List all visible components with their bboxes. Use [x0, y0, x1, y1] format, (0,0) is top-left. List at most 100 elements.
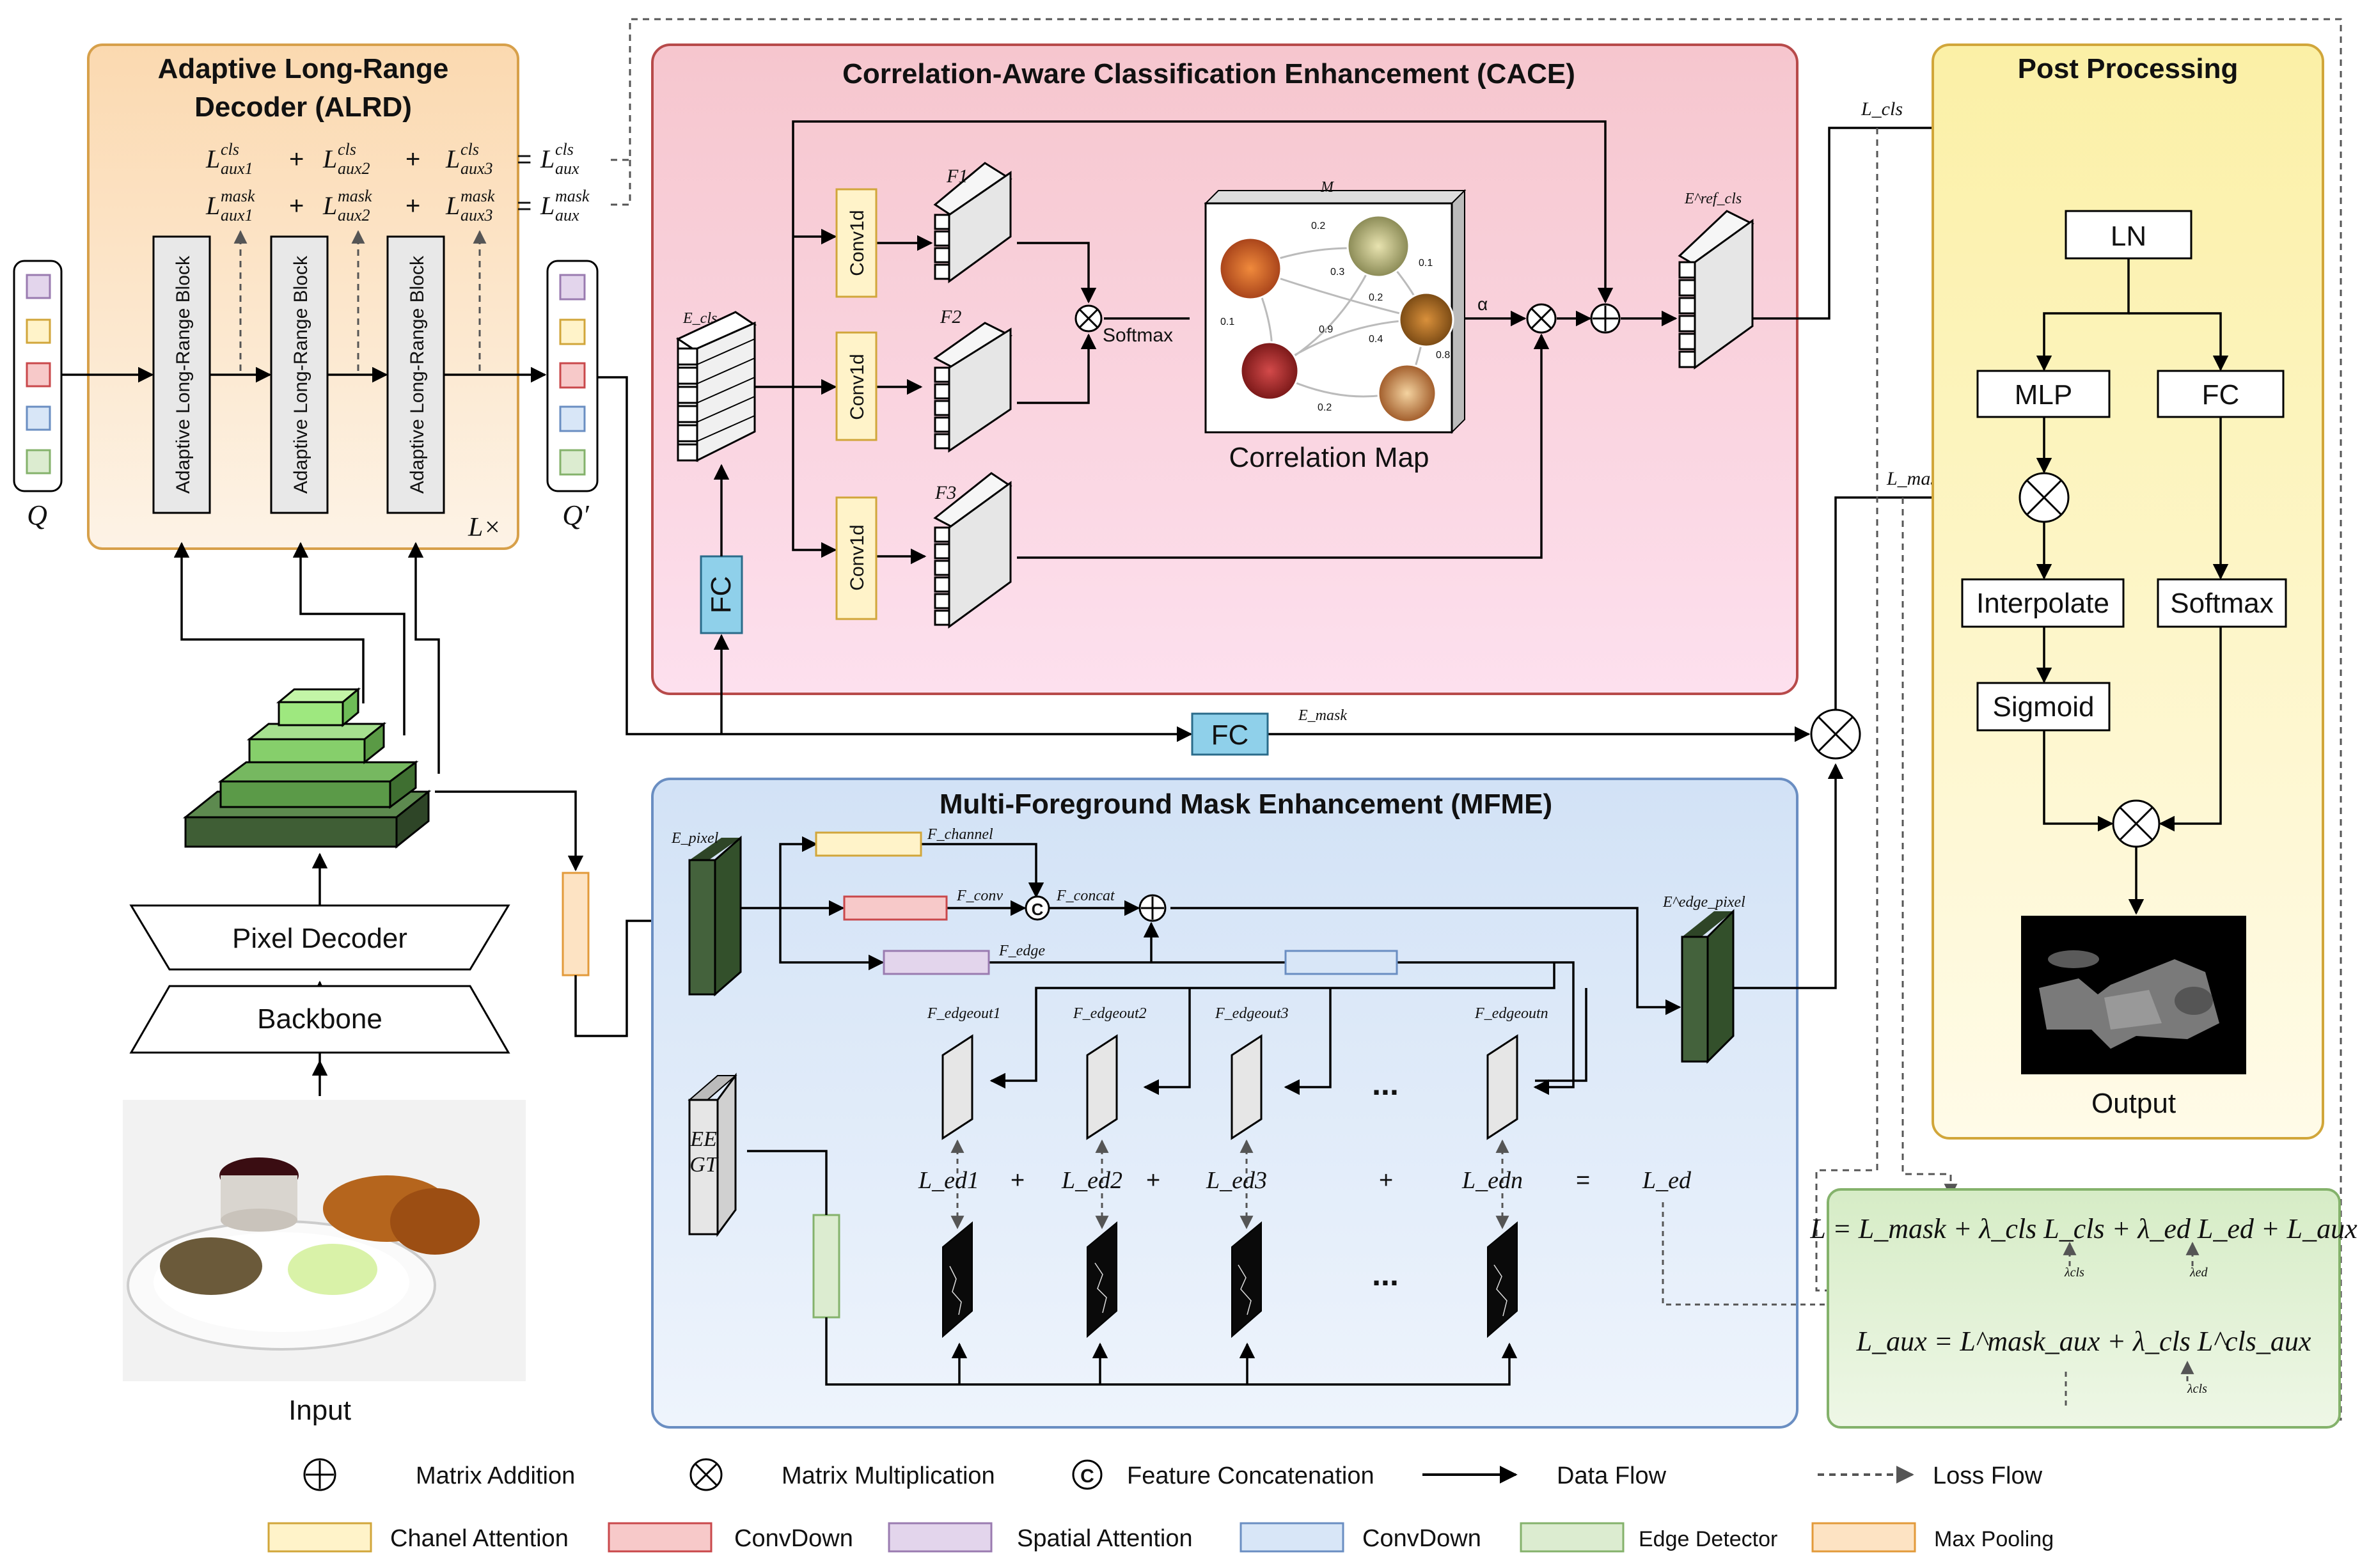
conv1d-3: Conv1d: [835, 496, 878, 620]
legend-matrix-multiplication-label: Matrix Multiplication: [782, 1462, 995, 1489]
mlp-box: MLP: [1976, 370, 2111, 418]
svg-text:cls: cls: [460, 140, 479, 159]
sigmoid-label: Sigmoid: [1993, 691, 2095, 723]
backbone-label: Backbone: [257, 1003, 382, 1035]
legend-max-pooling-label: Max Pooling: [1934, 1527, 2054, 1551]
query-output-label: Q′: [562, 499, 590, 531]
conv1d-1: Conv1d: [835, 188, 878, 298]
input-label: Input: [288, 1395, 351, 1426]
e-cls-stack: E_cls: [675, 310, 757, 462]
e-pixel-label: E_pixel: [671, 830, 719, 847]
svg-text:aux1: aux1: [221, 206, 253, 224]
svg-text:cls: cls: [221, 140, 239, 159]
legend: Matrix Addition Matrix Multiplication C …: [267, 1458, 2054, 1553]
svg-text:L: L: [205, 191, 220, 220]
edge-gt-flow: [747, 1150, 1518, 1386]
svg-text:mask: mask: [460, 187, 495, 205]
legend-edge-detector-label: Edge Detector: [1639, 1527, 1777, 1551]
alrd-block-2-label: Adaptive Long-Range Block: [290, 255, 311, 494]
edge-loss-1: L_ed1: [918, 1167, 979, 1194]
legend-loss-flow-label: Loss Flow: [1933, 1462, 2043, 1489]
concat-symbol-label: C: [1032, 900, 1044, 919]
edge-plus-1: +: [1011, 1167, 1025, 1194]
post-title: Post Processing: [2018, 53, 2239, 84]
svg-text:aux3: aux3: [460, 159, 493, 178]
edge-out-1-label: F_edgeout1: [927, 1005, 1001, 1022]
edge-detector-block: [812, 1214, 840, 1319]
svg-text:L: L: [540, 191, 555, 220]
svg-text:L: L: [205, 145, 220, 173]
edge-out-1: F_edgeout1: [927, 1005, 1001, 1140]
e-pixel-block: E_pixel: [671, 830, 742, 997]
f1-stack: F1: [933, 162, 1012, 283]
alrd-aux-loss-arrows: [233, 230, 487, 371]
edge-out-2: F_edgeout2: [1073, 1005, 1147, 1140]
ee-gt-block: EE GT: [688, 1072, 737, 1237]
legend-data-flow: Data Flow: [1422, 1462, 1667, 1489]
post-softmax-box: Softmax: [2157, 578, 2287, 628]
legend-convdown-blue-label: ConvDown: [1362, 1525, 1481, 1552]
edge-map-3: [1231, 1221, 1262, 1338]
ee-label: EE: [689, 1127, 717, 1151]
cace-fc-label: FC: [705, 576, 737, 614]
edge-map-ellipsis: ...: [1372, 1257, 1399, 1292]
post-fc-box: FC: [2157, 370, 2285, 418]
conv1d-2: Conv1d: [835, 331, 878, 441]
f3-stack: F3: [933, 472, 1012, 629]
ln-box: LN: [2065, 210, 2192, 260]
legend-convdown-red-label: ConvDown: [734, 1525, 853, 1552]
loss-box-dashed-arrows: [2063, 1241, 2200, 1406]
mfme-title: Multi-Foreground Mask Enhancement (MFME): [940, 788, 1552, 820]
svg-text:mask: mask: [221, 187, 255, 205]
legend-matrix-multiplication: Matrix Multiplication: [689, 1458, 995, 1491]
post-fc-label: FC: [2202, 379, 2240, 411]
query-input-label: Q: [27, 499, 47, 531]
f-conv-label: F_conv: [956, 888, 1003, 904]
input-image: [123, 1100, 526, 1381]
corr-weight-2: 0.3: [1330, 267, 1344, 278]
alrd-title-line1: Adaptive Long-Range: [158, 53, 449, 84]
cace-multiply-1: [1074, 304, 1103, 333]
cace-multiply-2: [1526, 303, 1557, 334]
f-concat-label: F_concat: [1056, 888, 1115, 904]
alrd-block-3-label: Adaptive Long-Range Block: [407, 255, 428, 494]
svg-text:+: +: [405, 192, 420, 220]
mask-multiply: [1810, 709, 1861, 760]
e-cls-label: E_cls: [682, 310, 717, 327]
e-mask-label: E_mask: [1298, 707, 1347, 724]
legend-matrix-addition: Matrix Addition: [303, 1458, 575, 1491]
channel-attention-block: [815, 831, 922, 857]
cace-title: Correlation-Aware Classification Enhance…: [842, 58, 1575, 90]
edge-plus-2: +: [1146, 1167, 1160, 1194]
edge-map-1: [942, 1221, 973, 1338]
post-flow-arrows: [2036, 258, 2229, 915]
correlation-map-label: Correlation Map: [1229, 442, 1429, 473]
m-label: M: [1320, 179, 1335, 196]
mfme-add: [1138, 894, 1167, 922]
query-output-flow: [597, 127, 2145, 742]
cace-panel: Correlation-Aware Classification Enhance…: [651, 43, 1798, 695]
cace-add: [1590, 303, 1621, 334]
legend-channel-attention: Chanel Attention: [267, 1522, 569, 1553]
alrd-block-1-label: Adaptive Long-Range Block: [173, 255, 194, 494]
edge-loss-3: L_ed3: [1206, 1167, 1267, 1194]
output-label: Output: [2091, 1088, 2176, 1119]
svg-text:aux3: aux3: [460, 206, 493, 224]
svg-text:mask: mask: [338, 187, 372, 205]
corr-weight-4: 0.2: [1369, 292, 1383, 303]
backbone: Backbone: [129, 985, 510, 1054]
post-processing-panel: Post Processing LN MLP FC Interpolate So…: [1932, 43, 2324, 1140]
alpha-label: α: [1477, 294, 1488, 314]
pyramid-to-alrd-arrows: [173, 542, 584, 1096]
post-multiply-2: [2112, 799, 2160, 848]
pixel-decoder: Pixel Decoder: [129, 904, 510, 971]
e-cls-ref-stack: E^ref_cls: [1678, 191, 1754, 370]
edge-plus-3: +: [1379, 1167, 1393, 1194]
mlp-label: MLP: [2015, 379, 2072, 411]
f2-stack: F2: [933, 306, 1012, 453]
legend-max-pooling: Max Pooling: [1811, 1522, 2054, 1553]
svg-text:aux1: aux1: [221, 159, 253, 178]
f-channel-label: F_channel: [927, 826, 993, 843]
